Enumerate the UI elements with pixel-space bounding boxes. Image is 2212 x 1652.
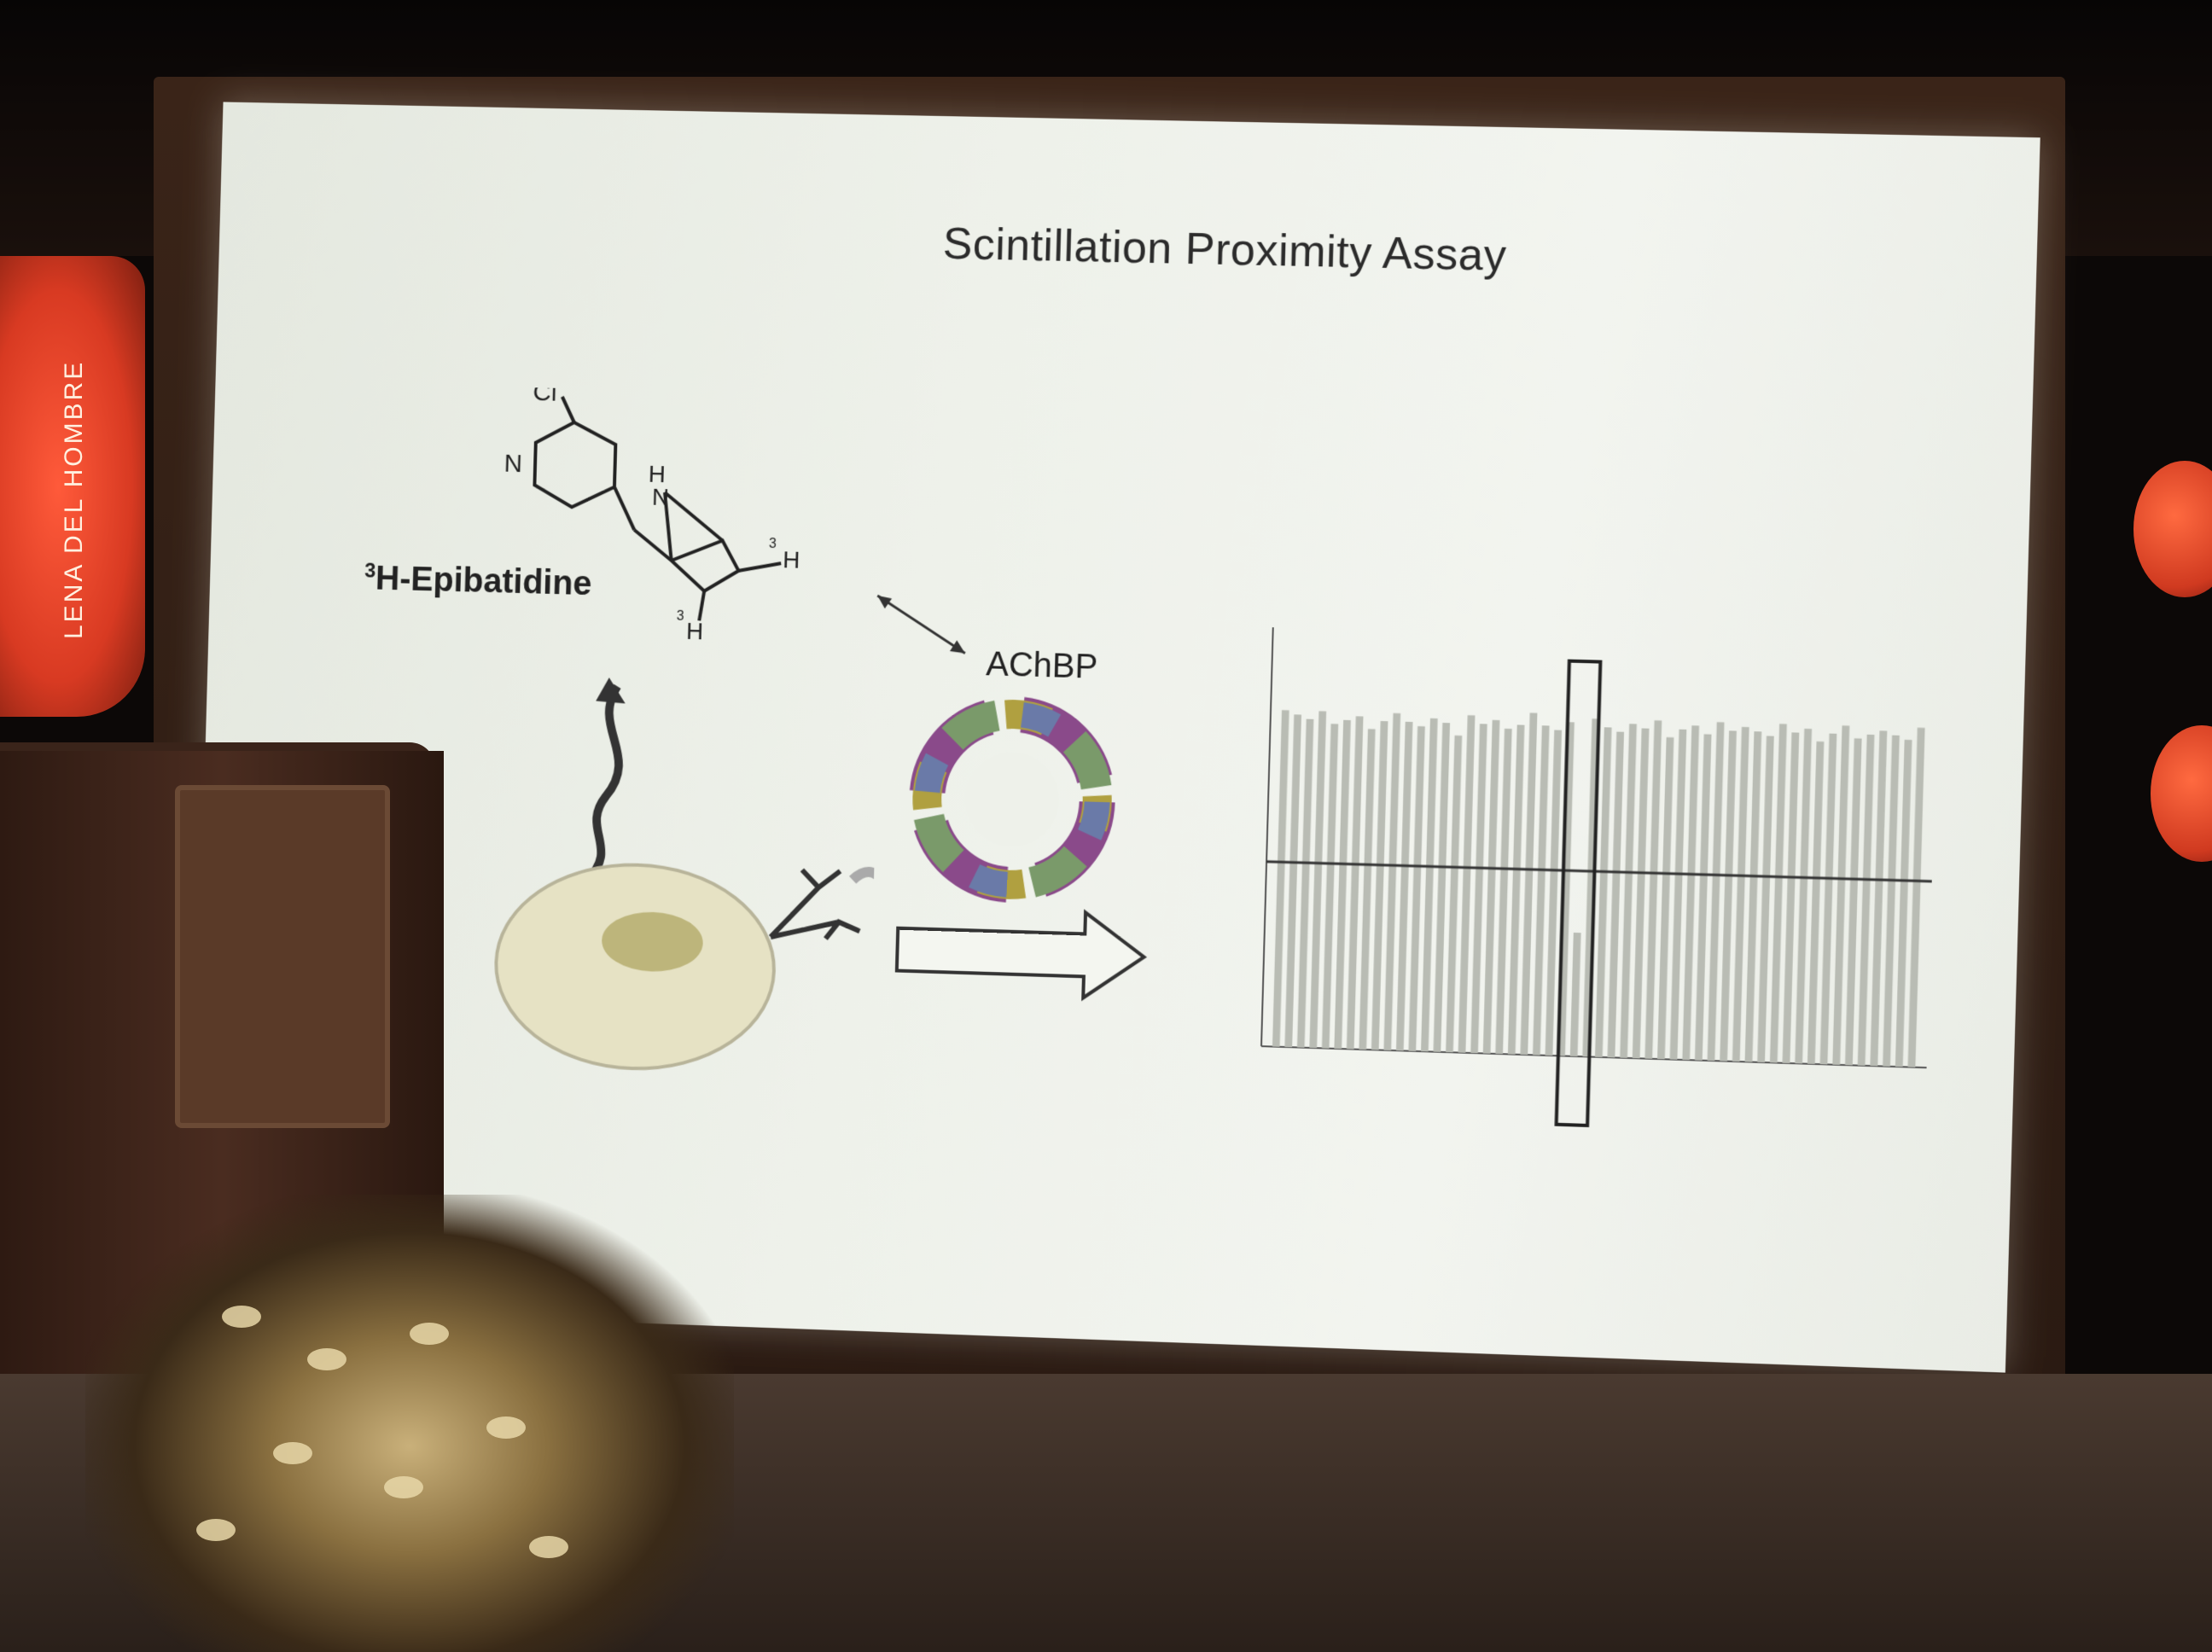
spa-bead-diagram <box>330 662 880 1085</box>
projection-screen: Scintillation Proximity Assay Cl N H N 3… <box>189 102 2040 1373</box>
binding-arrow <box>871 591 975 662</box>
flower <box>222 1306 261 1328</box>
h-bond-right <box>738 562 781 572</box>
tritium-right: 3 <box>769 537 777 551</box>
slide-title: Scintillation Proximity Assay <box>942 218 1508 282</box>
atom-nh-n: N <box>652 484 670 511</box>
flower <box>410 1323 449 1345</box>
epibatidine-label-super: 3 <box>364 559 376 583</box>
atom-h-right: H <box>783 546 800 573</box>
flower <box>529 1536 568 1558</box>
protein-pore <box>963 751 1061 848</box>
epibatidine-label: 3H-Epibatidine <box>364 560 592 604</box>
bridge-bond-2 <box>663 492 724 540</box>
atom-nh-h: H <box>648 461 666 487</box>
pyridine-ring <box>534 422 616 509</box>
flower <box>486 1416 526 1439</box>
tritium-bottom: 3 <box>677 609 684 624</box>
atom-cl: Cl <box>533 387 557 407</box>
bar <box>1569 932 1581 1057</box>
flower <box>273 1442 312 1464</box>
right-seal-bottom <box>2151 725 2212 862</box>
flower <box>196 1519 236 1541</box>
right-seal-top <box>2133 461 2212 597</box>
bicyclic-ring <box>632 530 739 592</box>
atom-h-bottom: H <box>686 618 704 645</box>
screening-bar-chart <box>1190 617 1982 1172</box>
atom-n: N <box>504 450 522 478</box>
left-banner-text: LENA DEL HOMBRE <box>60 359 88 639</box>
y-axis <box>1261 627 1273 1046</box>
podium-crest <box>175 785 390 1128</box>
epibatidine-structure: Cl N H N 3 H 3 H <box>504 387 800 645</box>
link-bond <box>614 487 636 530</box>
flower-arrangement <box>85 1195 734 1652</box>
h-bond-bottom <box>699 591 704 621</box>
emission-arrow-head <box>596 677 626 704</box>
bead-core <box>601 910 704 974</box>
flower <box>384 1476 423 1498</box>
antibody <box>771 869 861 939</box>
flower <box>307 1348 346 1370</box>
cl-bond <box>562 397 575 422</box>
left-banner <box>0 256 145 717</box>
epibatidine-label-text: H-Epibatidine <box>375 560 592 603</box>
achbp-protein <box>873 677 1152 923</box>
light-emission-squiggle <box>586 685 620 881</box>
process-arrow <box>888 899 1162 1009</box>
